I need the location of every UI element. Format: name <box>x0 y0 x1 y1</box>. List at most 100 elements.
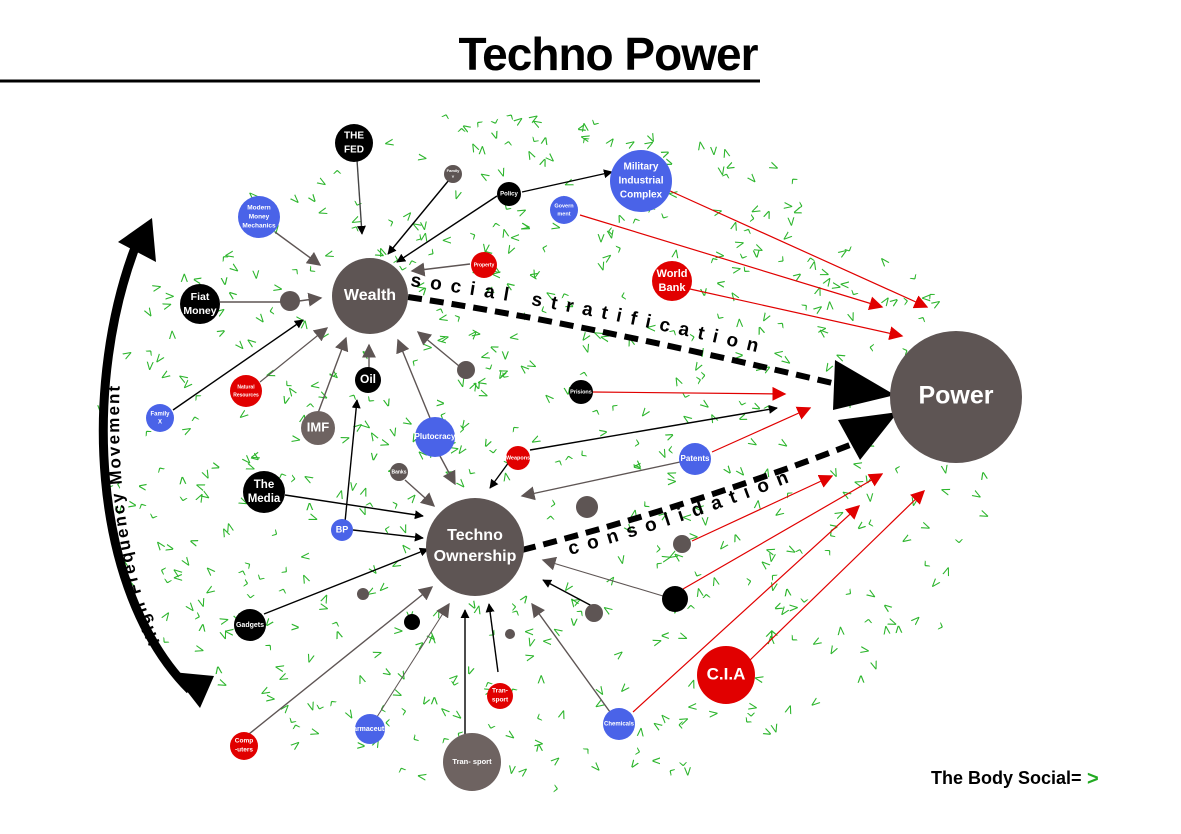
body-social-chevron: > <box>681 509 692 524</box>
body-social-chevron: v <box>134 482 150 492</box>
legend-glyph: > <box>1087 768 1099 790</box>
node-wealth: Wealth <box>332 258 408 334</box>
body-social-chevron: > <box>587 759 605 777</box>
body-social-chevron: ^ <box>912 313 929 331</box>
svg-text:Resources: Resources <box>233 392 259 398</box>
body-social-chevron: < <box>160 296 175 314</box>
body-social-chevron: ^ <box>691 370 707 382</box>
body-social-chevron: > <box>453 376 470 390</box>
edge-media-techno <box>284 494 424 520</box>
edge-dot-wealth <box>298 292 323 307</box>
body-social-chevron: v <box>353 741 369 750</box>
body-social-chevron: < <box>603 228 620 241</box>
techno-label-line2: Ownership <box>434 548 517 565</box>
svg-text:Industrial: Industrial <box>618 176 663 187</box>
body-social-chevron: v <box>570 614 579 630</box>
body-social-chevron: > <box>686 698 698 714</box>
body-social-chevron: > <box>302 699 320 714</box>
edge-dot3-techno <box>541 556 664 597</box>
body-social-chevron: < <box>683 676 701 691</box>
body-social-chevron: < <box>302 651 320 666</box>
body-social-chevron: v <box>280 392 292 409</box>
body-social-chevron: < <box>578 130 592 147</box>
body-social-chevron: ^ <box>640 493 658 511</box>
svg-text:Govern: Govern <box>554 203 574 209</box>
body-social-chevron: v <box>629 462 645 472</box>
body-social-chevron: ^ <box>658 204 675 222</box>
body-social-chevron: < <box>474 144 489 155</box>
body-social-chevron: < <box>678 410 696 429</box>
body-social-chevron: < <box>322 247 337 264</box>
body-social-chevron: < <box>509 231 520 246</box>
body-social-chevron: > <box>897 530 914 549</box>
body-social-chevron: < <box>478 242 494 255</box>
body-social-chevron: ^ <box>281 472 297 485</box>
body-social-chevron: > <box>532 736 544 752</box>
body-social-chevron: > <box>264 691 277 707</box>
edge-dot4-power <box>691 474 834 542</box>
edge-dot5-power <box>682 473 884 590</box>
node-computers: Comp -uters <box>230 732 258 760</box>
body-social-chevron: ^ <box>713 304 730 323</box>
node-dot-e <box>357 588 369 600</box>
body-social-chevron: > <box>788 601 800 617</box>
body-social-chevron: < <box>400 413 417 431</box>
body-social-chevron: > <box>810 284 828 299</box>
node-oil: Oil <box>355 367 381 393</box>
body-social-chevron: ^ <box>245 584 257 600</box>
svg-text:BP: BP <box>336 524 349 534</box>
body-social-chevron: ^ <box>396 765 412 783</box>
body-social-chevron: v <box>369 449 379 465</box>
body-social-chevron: v <box>978 468 989 484</box>
svg-text:Mechanics: Mechanics <box>242 223 276 230</box>
body-social-chevron: ^ <box>625 743 642 757</box>
body-social-chevron: < <box>523 625 534 640</box>
body-social-chevron: < <box>194 595 212 610</box>
body-social-chevron: > <box>851 474 866 491</box>
hfm-arrowhead-top <box>118 218 156 262</box>
body-social-chevron: ^ <box>508 423 526 442</box>
svg-text:Modern: Modern <box>247 205 271 212</box>
svg-text:Power: Power <box>918 382 993 410</box>
body-social-chevron: v <box>197 620 207 636</box>
body-social-chevron: ^ <box>544 782 560 795</box>
body-social-chevron: v <box>305 190 321 207</box>
body-social-chevron: v <box>713 279 729 289</box>
body-social-chevron: ^ <box>677 719 693 731</box>
body-social-chevron: < <box>784 216 800 228</box>
body-social-chevron: < <box>650 633 665 651</box>
body-social-chevron: > <box>452 475 470 493</box>
body-social-chevron: < <box>601 133 620 151</box>
body-social-chevron: v <box>213 662 223 678</box>
body-social-chevron: v <box>732 351 747 359</box>
body-social-chevron: ^ <box>541 496 558 510</box>
node-pharmaceutical: Tran- sport <box>443 733 501 791</box>
body-social-chevron: < <box>372 244 390 260</box>
body-social-chevron: < <box>476 385 492 403</box>
svg-text:Comp: Comp <box>235 738 253 745</box>
svg-text:Oil: Oil <box>360 372 376 386</box>
body-social-chevron: > <box>879 623 896 636</box>
svg-text:Policy: Policy <box>500 192 518 198</box>
legend-text: The Body Social= <box>931 768 1082 788</box>
body-social-chevron: < <box>416 230 433 244</box>
body-social-chevron: > <box>633 726 649 738</box>
edge-dot-techno <box>542 579 593 607</box>
body-social-chevron: ^ <box>701 592 713 608</box>
body-social-chevron: < <box>706 574 723 588</box>
body-social-chevron: < <box>235 406 253 425</box>
body-social-chevron: ^ <box>928 617 946 633</box>
body-social-chevron: v <box>857 672 865 687</box>
edge-policy-wealth <box>396 195 498 263</box>
body-social-chevron: ^ <box>577 443 596 461</box>
body-social-chevron: ^ <box>385 717 400 728</box>
body-social-chevron: < <box>766 580 783 594</box>
node-policy: Policy <box>497 182 521 206</box>
svg-text:-uters: -uters <box>235 747 253 754</box>
svg-text:Plutocracy: Plutocracy <box>415 432 456 441</box>
body-social-chevron: ^ <box>154 464 171 483</box>
body-social-chevron: > <box>476 166 493 184</box>
body-social-chevron: ^ <box>409 356 428 373</box>
body-social-chevron: < <box>220 520 237 534</box>
body-social-chevron: < <box>519 218 532 235</box>
